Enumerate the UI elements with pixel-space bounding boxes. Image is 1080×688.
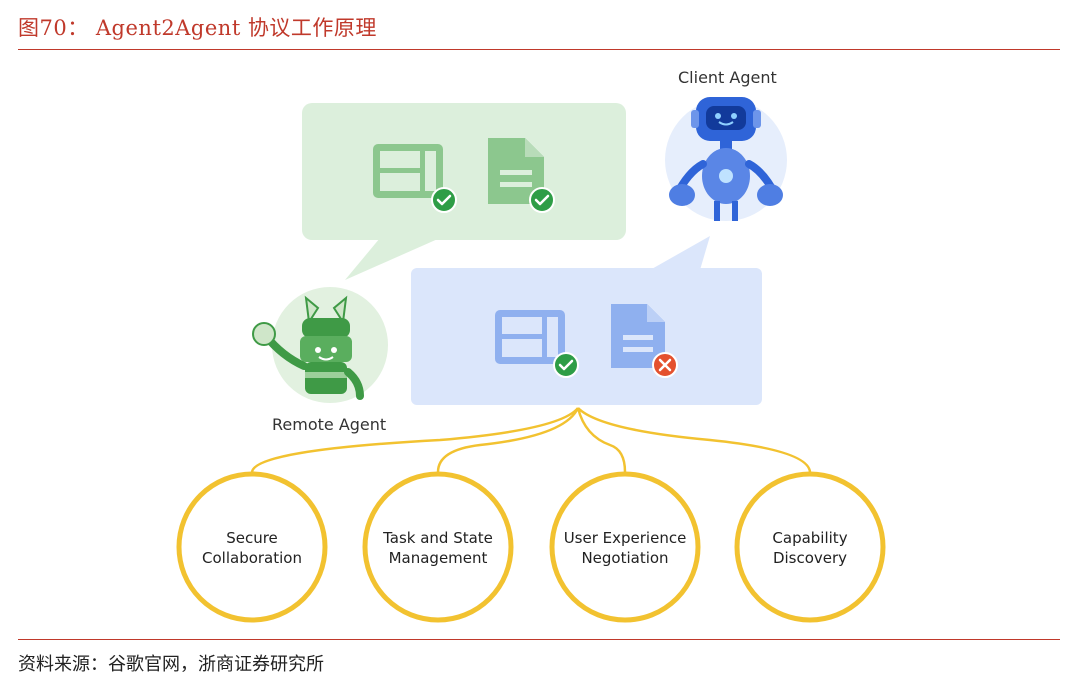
check-icon xyxy=(431,187,457,213)
source-note: 资料来源：谷歌官网，浙商证券研究所 xyxy=(18,654,324,675)
capability-circle xyxy=(734,471,886,623)
document-icon xyxy=(488,138,544,204)
capability-label-capability-discovery: Capability Discovery xyxy=(735,528,885,568)
capability-line: Task and State xyxy=(383,529,493,547)
client-agent-robot-icon xyxy=(665,97,787,221)
capability-line: User Experience xyxy=(563,529,687,547)
capability-line: Negotiation xyxy=(581,549,669,567)
client-agent-label: Client Agent xyxy=(678,68,777,87)
capability-label-ux-negotiation: User Experience Negotiation xyxy=(550,528,700,568)
check-icon xyxy=(553,352,579,378)
capability-circle xyxy=(176,471,328,623)
table-icon xyxy=(373,144,443,198)
capability-line: Capability xyxy=(772,529,848,547)
bottom-divider xyxy=(18,639,1060,640)
capability-line: Secure xyxy=(226,529,278,547)
figure-title: 图70： Agent2Agent 协议工作原理 xyxy=(18,16,377,40)
client-message-bubble xyxy=(411,236,762,405)
capability-circle xyxy=(362,471,514,623)
remote-agent-label: Remote Agent xyxy=(272,415,387,434)
capability-line: Management xyxy=(388,549,488,567)
document-icon xyxy=(611,304,665,368)
capability-circles xyxy=(176,471,886,623)
top-divider xyxy=(18,49,1060,50)
capability-circle xyxy=(549,471,701,623)
capability-label-task-state-management: Task and State Management xyxy=(363,528,513,568)
capability-label-secure-collaboration: Secure Collaboration xyxy=(177,528,327,568)
table-icon xyxy=(495,310,565,364)
error-icon xyxy=(652,352,678,378)
remote-agent-robot-icon xyxy=(252,287,388,403)
check-icon xyxy=(529,187,555,213)
capability-line: Collaboration xyxy=(202,549,302,567)
capability-connectors xyxy=(250,407,812,473)
capability-line: Discovery xyxy=(772,549,848,567)
remote-message-bubble xyxy=(302,103,626,280)
